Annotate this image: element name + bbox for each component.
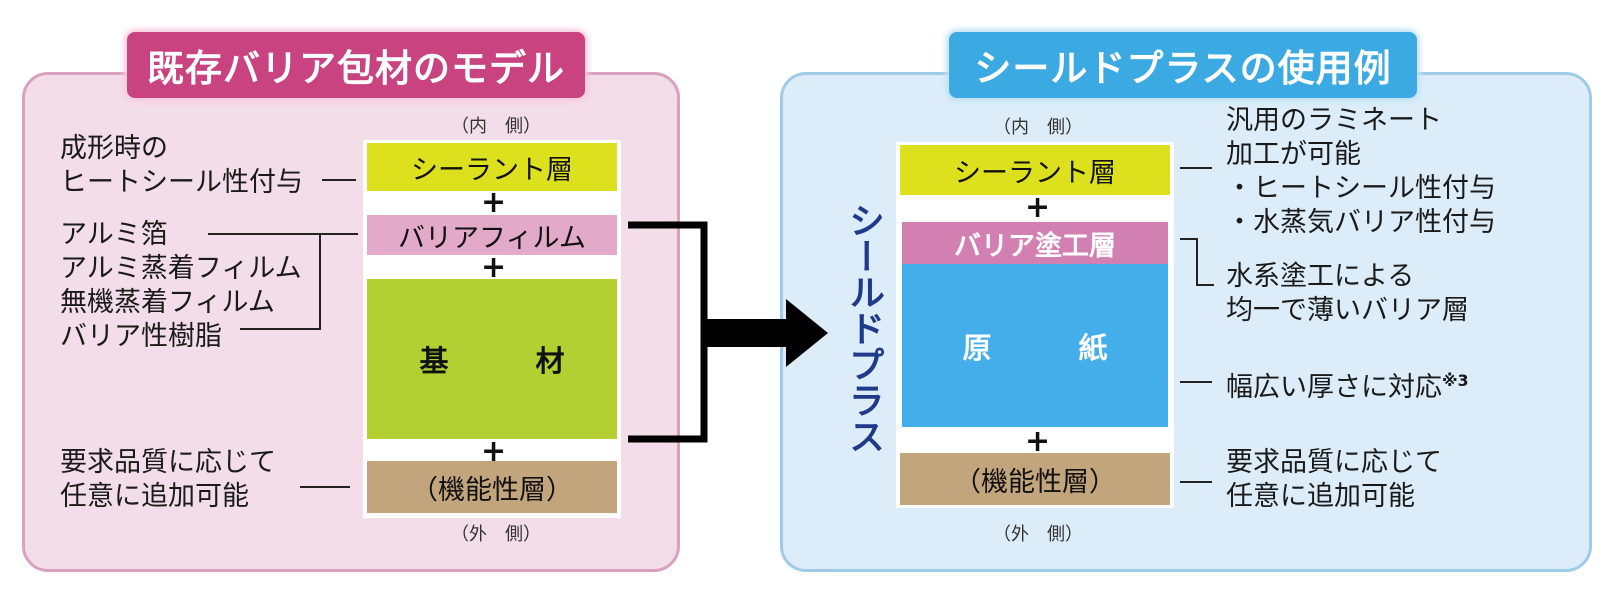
note-line: ・水蒸気バリア性付与 bbox=[1226, 207, 1496, 238]
right-aqueous-leader-bottom bbox=[1196, 284, 1214, 286]
left-plus-1: + bbox=[481, 185, 507, 220]
note-line: ヒートシール性付与 bbox=[60, 167, 303, 198]
thickness-text: 幅広い厚さに対応 bbox=[1226, 372, 1442, 403]
left-sealant-layer: シーラント層 bbox=[367, 143, 617, 191]
right-optional-leader bbox=[1180, 481, 1212, 483]
note-line: 要求品質に応じて bbox=[1226, 447, 1442, 478]
existing-model-title: 既存バリア包材のモデル bbox=[127, 32, 585, 98]
note-line: 任意に追加可能 bbox=[60, 481, 249, 512]
left-heat-seal-leader bbox=[322, 179, 356, 181]
right-note-laminate: 汎用のラミネート 加工が可能 ・ヒートシール性付与 ・水蒸気バリア性付与 bbox=[1226, 104, 1496, 240]
note-line: 任意に追加可能 bbox=[1226, 481, 1415, 512]
note-line: 加工が可能 bbox=[1226, 139, 1361, 170]
right-aqueous-leader-vertical bbox=[1196, 238, 1198, 286]
right-plus-2: + bbox=[1025, 424, 1051, 459]
right-note-aqueous: 水系塗工による 均一で薄いバリア層 bbox=[1226, 260, 1469, 328]
right-barrier-coat-layer: バリア塗工層 bbox=[902, 222, 1168, 264]
note-line: バリア性樹脂 bbox=[60, 321, 222, 352]
left-plus-2: + bbox=[481, 250, 507, 285]
right-thickness-leader bbox=[1180, 381, 1212, 383]
left-note-heat-seal: 成形時の ヒートシール性付与 bbox=[60, 132, 303, 200]
left-note-optional: 要求品質に応じて 任意に追加可能 bbox=[60, 446, 276, 514]
left-barrier-leader-top bbox=[208, 233, 358, 235]
right-inner-side-label: （内 側） bbox=[993, 117, 1083, 138]
arrow-shaft bbox=[704, 319, 800, 347]
right-sealant-layer: シーラント層 bbox=[900, 145, 1170, 195]
note-line: 無機蒸着フィルム bbox=[60, 287, 275, 318]
right-note-optional: 要求品質に応じて 任意に追加可能 bbox=[1226, 446, 1442, 514]
right-note-thickness: 幅広い厚さに対応※3 bbox=[1226, 364, 1469, 405]
right-aqueous-leader-top bbox=[1180, 238, 1198, 240]
note-line: 均一で薄いバリア層 bbox=[1226, 295, 1469, 326]
right-plus-1: + bbox=[1025, 190, 1051, 225]
left-inner-side-label: （内 側） bbox=[451, 116, 541, 137]
bracket-line bbox=[628, 221, 708, 443]
left-note-barrier-options: アルミ箔 アルミ蒸着フィルム 無機蒸着フィルム バリア性樹脂 bbox=[60, 218, 302, 354]
right-laminate-leader bbox=[1180, 167, 1212, 169]
transition-arrow-icon bbox=[628, 221, 828, 443]
note-line: 汎用のラミネート bbox=[1226, 105, 1442, 136]
left-functional-layer: （機能性層） bbox=[367, 461, 617, 513]
note-line: アルミ蒸着フィルム bbox=[60, 253, 302, 284]
note-line: 成形時の bbox=[60, 133, 168, 164]
shieldplus-vertical-label: シールドプラス bbox=[843, 202, 884, 454]
left-barrier-leader-bottom bbox=[240, 328, 321, 330]
left-outer-side-label: （外 側） bbox=[451, 524, 541, 545]
right-base-paper-layer: 原 紙 bbox=[902, 264, 1168, 427]
note-line: アルミ箔 bbox=[60, 219, 168, 250]
right-outer-side-label: （外 側） bbox=[993, 524, 1083, 545]
left-optional-leader bbox=[300, 486, 350, 488]
note-line: 要求品質に応じて bbox=[60, 447, 276, 478]
footnote-ref: ※3 bbox=[1442, 371, 1469, 390]
left-barrier-leader-bracket bbox=[319, 233, 321, 329]
left-barrier-film-layer: バリアフィルム bbox=[367, 215, 617, 255]
right-functional-layer: （機能性層） bbox=[900, 453, 1170, 505]
note-line: 水系塗工による bbox=[1226, 261, 1415, 292]
note-line: ・ヒートシール性付与 bbox=[1226, 173, 1496, 204]
arrow-head bbox=[786, 299, 828, 367]
shieldplus-example-title: シールドプラスの使用例 bbox=[949, 32, 1417, 98]
left-base-layer: 基 材 bbox=[367, 279, 617, 439]
